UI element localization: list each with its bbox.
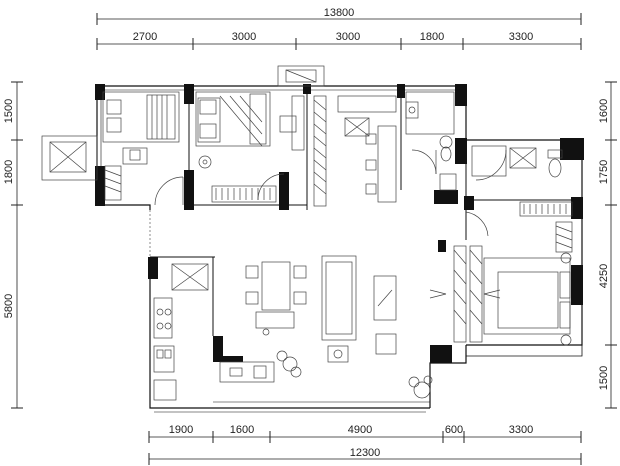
wardrobe-icon (211, 185, 277, 203)
bed-icon (195, 91, 271, 147)
coffee-table-icon (373, 275, 397, 321)
sink-icon (153, 345, 175, 373)
right-segment-3: 4250 (598, 264, 610, 288)
bottom-segment-2: 1600 (230, 424, 254, 436)
bottom-total-dimension: 12300 (148, 447, 582, 465)
door-swing-icon (429, 211, 501, 299)
small-balcony (41, 135, 98, 181)
side-table-icon (327, 345, 349, 363)
right-segment-dimensions: 1600 1750 4250 1500 (598, 81, 617, 409)
round-table-icon (198, 155, 212, 169)
left-segment-3: 5800 (3, 294, 15, 318)
top-segment-dimensions: 2700 3000 3000 1800 3300 (96, 31, 582, 50)
counter-icon (153, 379, 177, 401)
bottom-segment-3: 4900 (348, 424, 372, 436)
top-segment-5: 3300 (509, 31, 533, 43)
shower-icon (471, 145, 507, 181)
door-swing-icon (411, 149, 437, 175)
top-total-dimension: 13800 (96, 7, 582, 25)
armchair-icon (375, 333, 397, 355)
washer-icon (439, 173, 457, 191)
left-segment-2: 1800 (3, 160, 15, 184)
desk-icon (122, 147, 148, 165)
interior-partitions (150, 86, 582, 336)
bed-icon (483, 252, 572, 346)
right-segment-1: 1600 (598, 99, 610, 123)
desk-icon (279, 115, 297, 133)
right-segment-2: 1750 (598, 160, 610, 184)
bottom-segment-1: 1900 (169, 424, 193, 436)
toilet-icon (547, 149, 563, 178)
window-icon (277, 65, 325, 87)
sink-icon (509, 147, 537, 169)
top-segment-1: 2700 (133, 31, 157, 43)
wardrobe-icon (291, 95, 327, 207)
right-segment-4: 1500 (598, 366, 610, 390)
fridge-icon (171, 263, 209, 291)
dining-table-icon (245, 261, 307, 336)
solid-wall-blocks (95, 84, 584, 363)
sofa-icon (321, 255, 357, 341)
bottom-segment-4: 600 (445, 424, 463, 436)
wardrobe-icon (519, 201, 573, 253)
top-segment-3: 3000 (336, 31, 360, 43)
exterior-walls (96, 85, 583, 413)
door-swing-icon (154, 176, 184, 206)
sink-icon (405, 101, 419, 119)
plant-icon (276, 350, 302, 378)
bottom-segment-5: 3300 (509, 424, 533, 436)
cabinet-icon (219, 361, 275, 383)
bed-icon (102, 91, 180, 143)
top-segment-4: 1800 (420, 31, 444, 43)
stove-icon (153, 297, 173, 339)
left-segment-1: 1500 (3, 99, 15, 123)
shelf-icon (337, 95, 397, 203)
left-segment-dimensions: 1500 1800 5800 (3, 81, 23, 409)
plant-icon (408, 375, 433, 399)
bottom-segment-dimensions: 1900 1600 4900 600 3300 (148, 424, 582, 443)
door-swing-icon (257, 173, 285, 201)
top-segment-2: 3000 (232, 31, 256, 43)
wardrobe-icon (453, 245, 483, 343)
wardrobe-icon (104, 165, 122, 201)
bottom-total-label: 12300 (350, 447, 381, 459)
top-total-label: 13800 (324, 7, 355, 19)
